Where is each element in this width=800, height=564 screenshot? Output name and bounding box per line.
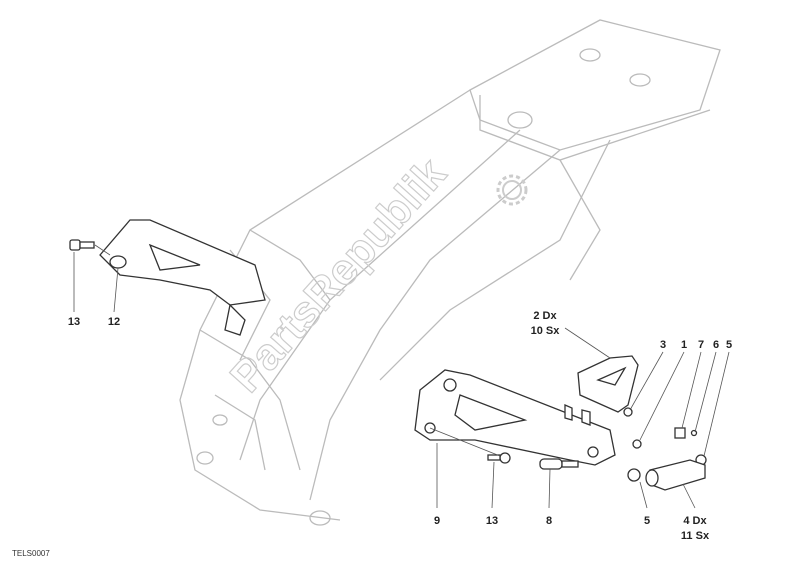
part-1-washer (632, 439, 642, 449)
part-9-footpeg-bracket (414, 369, 616, 466)
gear-icon (496, 174, 528, 206)
part-6-ball (690, 429, 698, 437)
callout-1: 1 (681, 339, 687, 351)
leader-line (94, 244, 111, 256)
part-7-spring (674, 427, 686, 439)
part-2-10-heel-guard (577, 355, 639, 413)
callout-11-sx: 11 Sx (681, 530, 710, 542)
motorcycle-frame (179, 19, 721, 526)
part-5-bushing-bottom (627, 468, 641, 482)
part-12-bracket (99, 219, 266, 336)
callout-5-bottom: 5 (644, 515, 650, 527)
callout-13-bottom: 13 (486, 515, 498, 527)
callout-5-top: 5 (726, 339, 732, 351)
part-8-pin (539, 458, 579, 470)
part-13-bolt-bottom (487, 452, 511, 464)
watermark: PartsRepublik (220, 148, 528, 402)
leader-lines (429, 327, 730, 509)
callout-13-left: 13 (68, 316, 80, 328)
callout-2-dx: 2 Dx (533, 310, 557, 322)
leader-line (113, 267, 119, 313)
drawing-code: TELS0007 (12, 549, 50, 558)
part-4-11-footpeg (645, 459, 706, 491)
callout-10-sx: 10 Sx (531, 325, 561, 337)
callout-8: 8 (546, 515, 552, 527)
callout-7: 7 (698, 339, 704, 351)
callout-3: 3 (660, 339, 666, 351)
callout-12: 12 (108, 316, 120, 328)
callout-6: 6 (713, 339, 719, 351)
callout-9: 9 (434, 515, 440, 527)
callout-4-dx: 4 Dx (683, 515, 707, 527)
part-13-bolt-left (69, 239, 95, 251)
